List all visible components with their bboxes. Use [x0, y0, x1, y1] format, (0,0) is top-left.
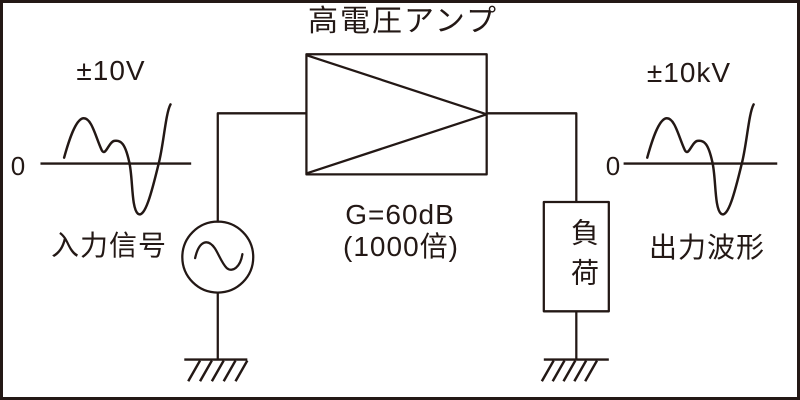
- diagram-title: 高電圧アンプ: [308, 5, 498, 38]
- output-waveform-label: 出力波形: [648, 232, 766, 263]
- ground-hatches: [540, 359, 599, 382]
- sine-symbol-icon: [193, 241, 244, 271]
- output-wire: [486, 112, 578, 202]
- ground-symbol-right: [540, 358, 609, 382]
- load-label: 負荷: [568, 218, 599, 298]
- amplifier-box: [305, 53, 488, 176]
- circuit-drawing: [40, 53, 778, 382]
- input-wire: [216, 112, 307, 223]
- ground-hatches: [187, 359, 249, 382]
- output-amplitude-label: ±10kV: [646, 57, 732, 88]
- ground-symbol-left: [184, 358, 249, 382]
- input-zero-label: 0: [10, 151, 26, 181]
- amplifier-triangle: [306, 54, 488, 175]
- output-waveform-curve: [646, 103, 755, 216]
- output-zero-label: 0: [605, 151, 621, 181]
- input-waveform-curve: [62, 103, 172, 216]
- input-amplitude-label: ±10V: [76, 55, 146, 86]
- amplifier-gain-label: G=60dB: [345, 199, 455, 230]
- amplifier-gain-factor-label: (1000倍): [343, 231, 459, 262]
- input-signal-label: 入力信号: [50, 230, 168, 261]
